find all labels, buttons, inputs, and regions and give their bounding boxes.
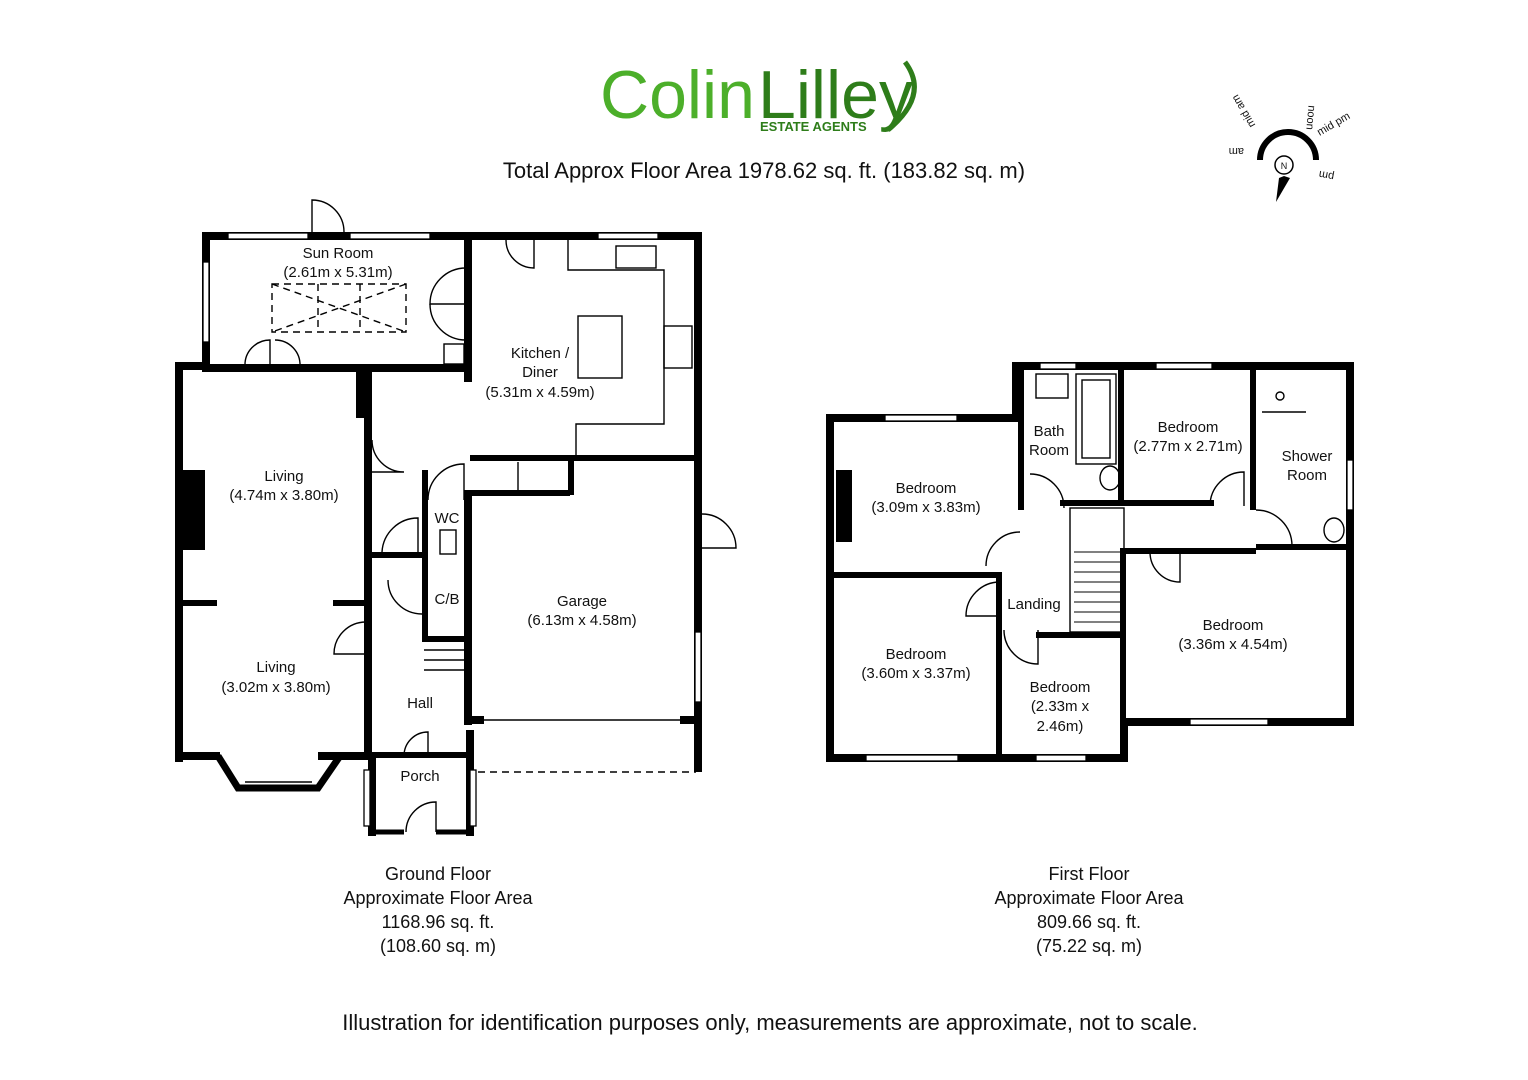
living2-size: (3.02m x 3.80m): [221, 679, 330, 696]
first-floor-caption: First Floor Approximate Floor Area 809.6…: [994, 864, 1184, 956]
porch-name: Porch: [400, 768, 439, 785]
bed-left-size: (3.09m x 3.83m): [871, 499, 980, 516]
bed-bl-name: Bedroom: [886, 646, 947, 663]
gf-caption-sqft: 1168.96 sq. ft.: [382, 912, 495, 932]
shower-name-2: Room: [1287, 467, 1327, 484]
bed-bl-size: (3.60m x 3.37m): [861, 665, 970, 682]
ff-caption-sqft: 809.66 sq. ft.: [1037, 912, 1141, 932]
disclaimer: Illustration for identification purposes…: [342, 1010, 1198, 1035]
bed-left-name: Bedroom: [896, 480, 957, 497]
compass-mid-am: mid am: [1230, 92, 1258, 129]
brand-logo: Colin Lilley ESTATE AGENTS: [600, 57, 917, 134]
sun-room-size: (2.61m x 5.31m): [283, 264, 392, 281]
logo-tagline: ESTATE AGENTS: [760, 119, 867, 134]
wc-name: WC: [435, 510, 460, 527]
compass-sun-path-icon: N am mid am noon mid pm pm: [1229, 92, 1352, 202]
ff-caption-sqm: (75.22 sq. m): [1036, 936, 1142, 956]
logo-colin: Colin: [600, 57, 755, 133]
compass-north: N: [1281, 161, 1288, 171]
garage-name: Garage: [557, 593, 607, 610]
ground-floor-caption: Ground Floor Approximate Floor Area 1168…: [343, 864, 533, 956]
bed-small-name: Bedroom: [1030, 679, 1091, 696]
ground-floor-plan: Sun Room (2.61m x 5.31m) Kitchen / Diner…: [175, 199, 737, 836]
kitchen-name-1: Kitchen /: [511, 345, 570, 362]
kitchen-name-2: Diner: [522, 364, 558, 381]
garage-size: (6.13m x 4.58m): [527, 612, 636, 629]
bath-name-2: Room: [1029, 442, 1069, 459]
kitchen-size: (5.31m x 4.59m): [485, 384, 594, 401]
bed-small-size-2: 2.46m): [1037, 718, 1084, 735]
landing-name: Landing: [1007, 596, 1060, 613]
gf-caption-line2: Approximate Floor Area: [343, 888, 533, 908]
gf-caption-sqm: (108.60 sq. m): [380, 936, 496, 956]
logo-lilley: Lilley: [758, 57, 913, 133]
logo-swoosh-icon: [886, 60, 917, 132]
compass-mid-pm: mid pm: [1315, 110, 1352, 138]
first-floor-plan: Bath Room Bedroom (2.77m x 2.71m) Shower…: [826, 362, 1354, 762]
compass-noon: noon: [1303, 105, 1317, 130]
total-floor-area: Total Approx Floor Area 1978.62 sq. ft. …: [503, 158, 1025, 183]
shower-name-1: Shower: [1282, 448, 1333, 465]
gf-caption-title: Ground Floor: [385, 864, 491, 884]
living1-size: (4.74m x 3.80m): [229, 487, 338, 504]
compass-am: am: [1229, 145, 1244, 157]
ff-caption-title: First Floor: [1049, 864, 1130, 884]
living2-name: Living: [256, 659, 295, 676]
bed-top-name: Bedroom: [1158, 419, 1219, 436]
bath-name-1: Bath: [1034, 423, 1065, 440]
living1-name: Living: [264, 468, 303, 485]
cb-name: C/B: [434, 591, 459, 608]
sun-room-name: Sun Room: [303, 245, 374, 262]
bed-right-size: (3.36m x 4.54m): [1178, 636, 1287, 653]
bed-small-size-1: (2.33m x: [1031, 698, 1090, 715]
ff-caption-line2: Approximate Floor Area: [994, 888, 1184, 908]
bed-right-name: Bedroom: [1203, 617, 1264, 634]
hall-name: Hall: [407, 695, 433, 712]
bed-top-size: (2.77m x 2.71m): [1133, 438, 1242, 455]
compass-pm: pm: [1318, 168, 1335, 182]
